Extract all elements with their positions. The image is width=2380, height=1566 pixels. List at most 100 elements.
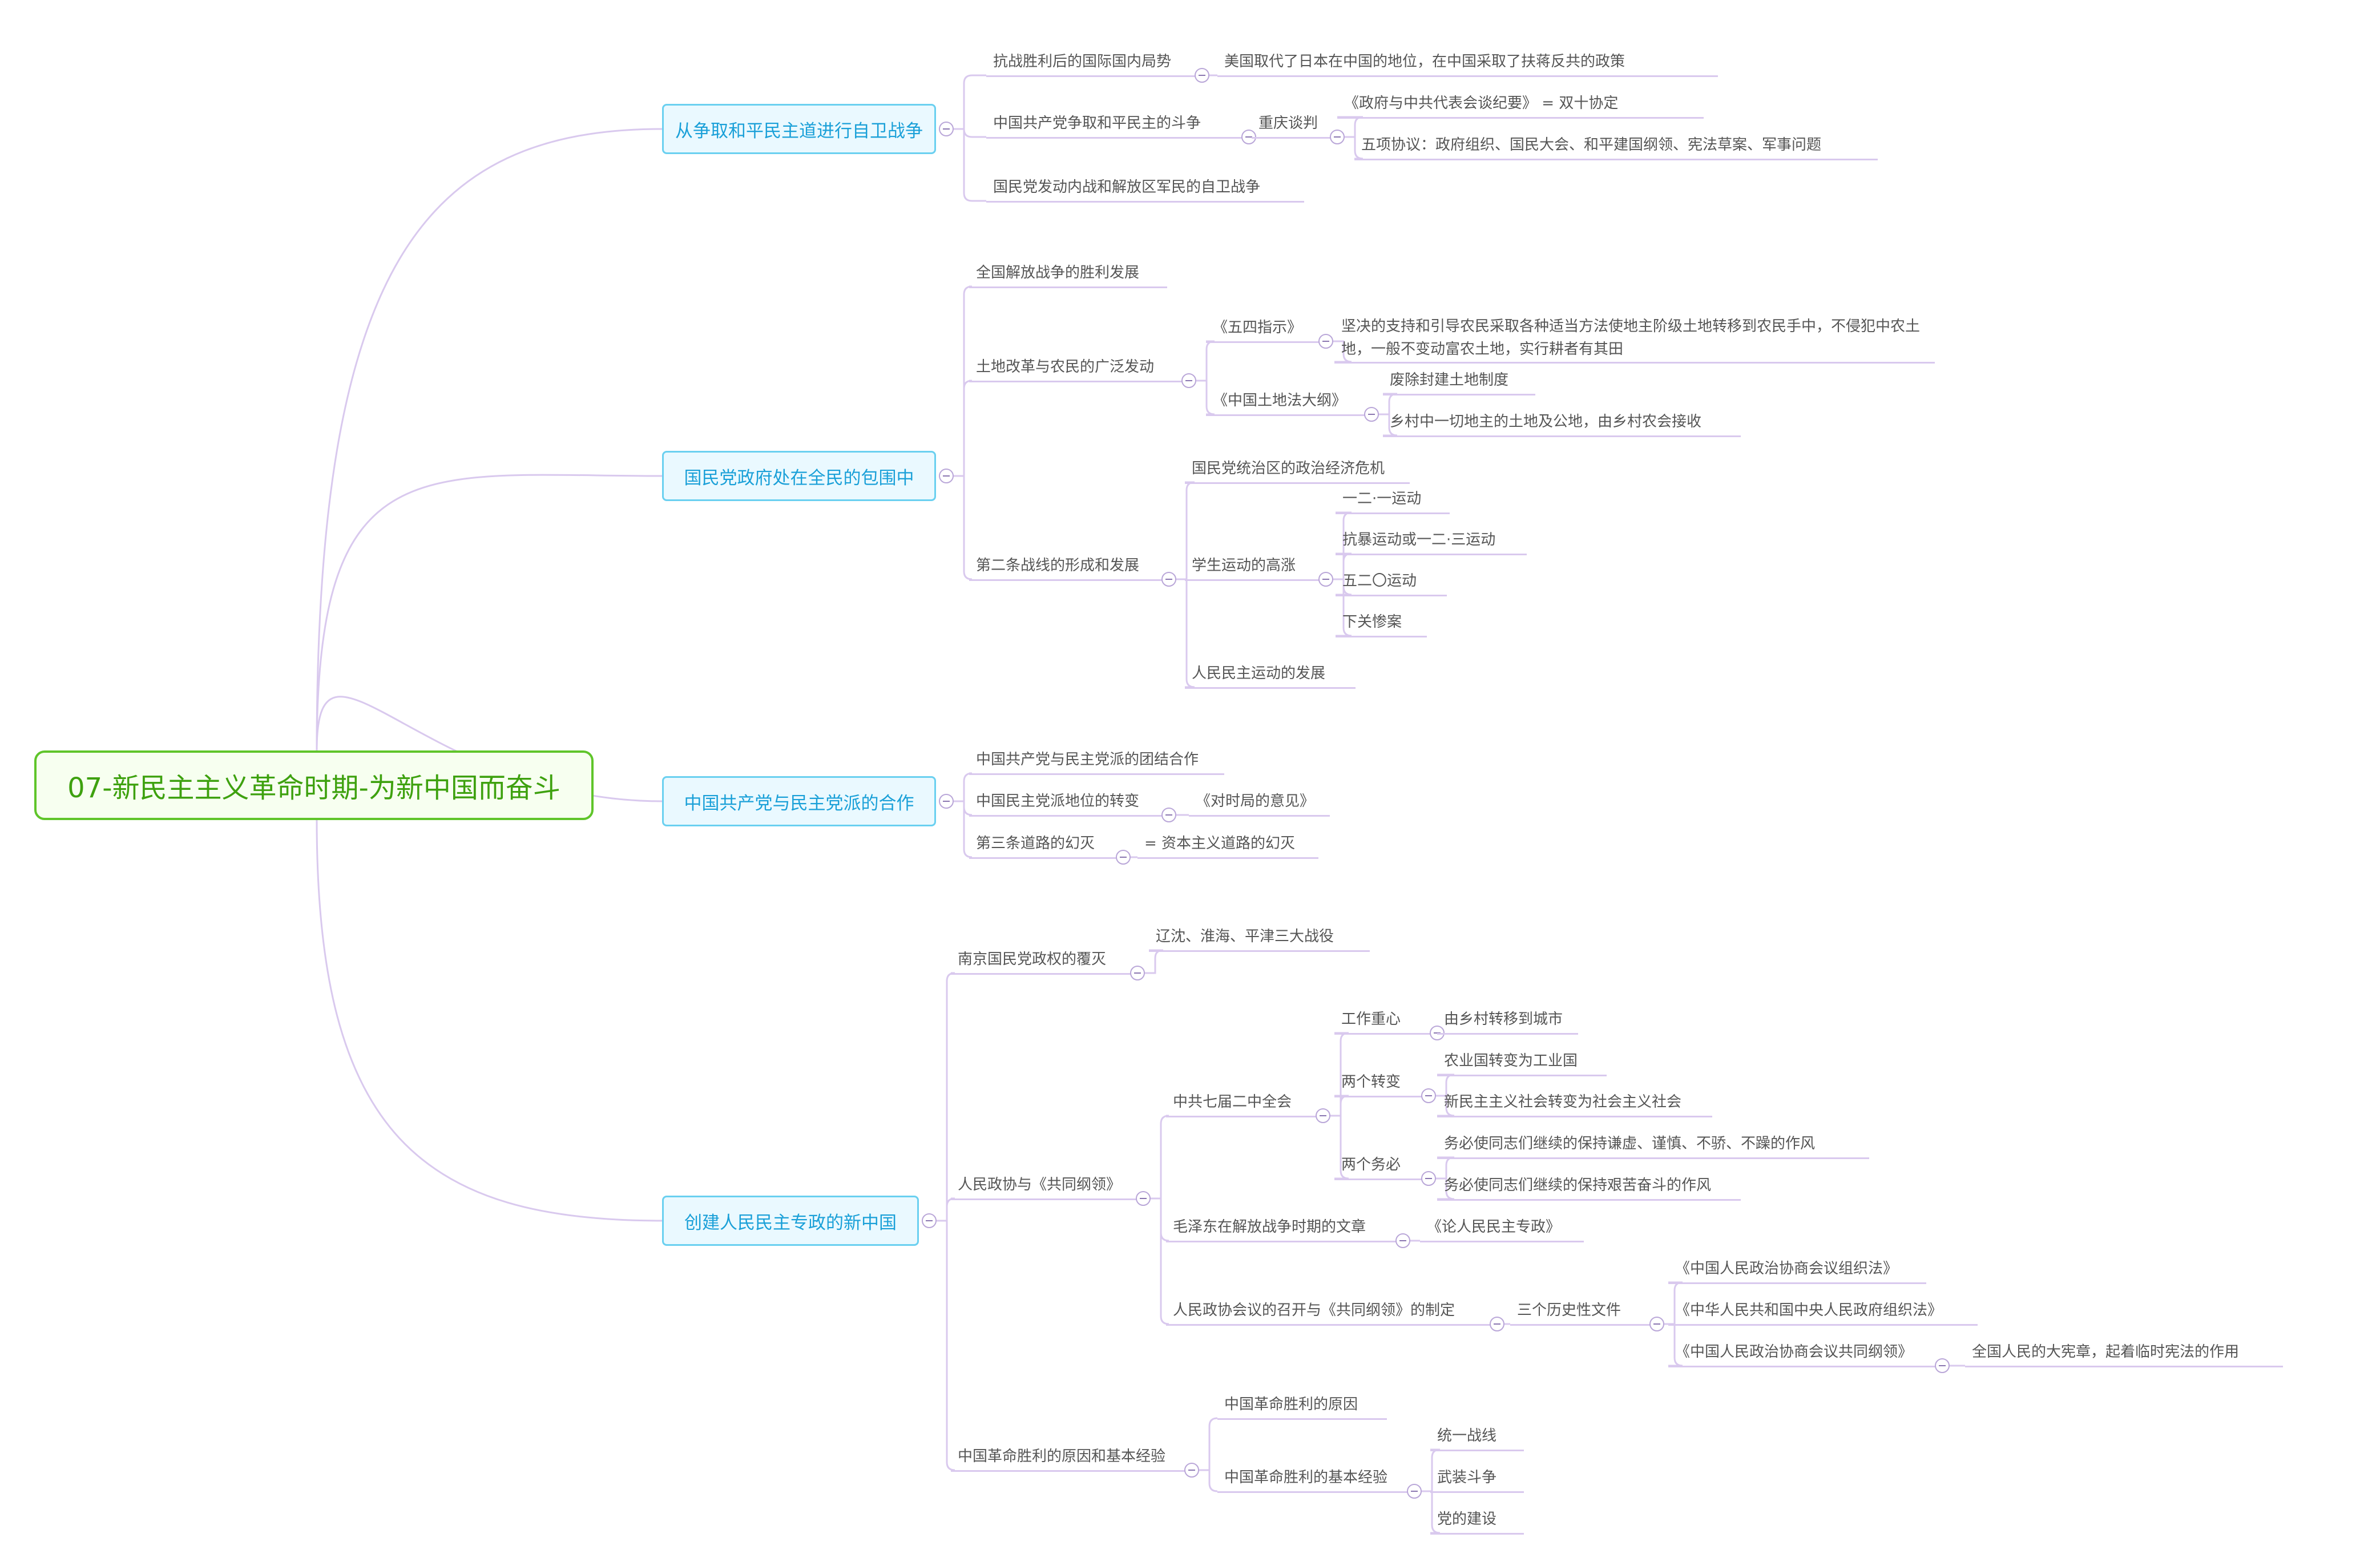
topic-underline	[1185, 579, 1321, 581]
topic-国民党发动内战和解放区军民的自卫战争[interactable]: 国民党发动内战和解放区军民的自卫战争	[993, 179, 1261, 196]
topic-underline	[1383, 435, 1741, 437]
topic-国民党统治区的政治经济危机[interactable]: 国民党统治区的政治经济危机	[1192, 460, 1385, 477]
topic-五四指示[interactable]: 《五四指示》	[1213, 319, 1302, 336]
topic-中国土地法大纲[interactable]: 《中国土地法大纲》	[1213, 392, 1347, 409]
collapse-toggle-icon[interactable]	[1330, 130, 1345, 144]
collapse-toggle-icon[interactable]	[1649, 1317, 1664, 1331]
collapse-toggle-icon[interactable]	[1116, 850, 1131, 865]
collapse-toggle-icon[interactable]	[1130, 966, 1145, 980]
topic-中国人民政治协商会议组织法[interactable]: 《中国人民政治协商会议组织法》	[1675, 1260, 1898, 1277]
topic-五项协议-政府组织-国民大会-和平建国纲领-宪法草案-军事问题[interactable]: 五项协议：政府组织、国民大会、和平建国纲领、宪法草案、军事问题	[1361, 136, 1822, 154]
main-topic-创建人民民主专政的新中国[interactable]: 创建人民民主专政的新中国	[662, 1196, 919, 1246]
topic-政府与中共代表会谈纪要-双十协定[interactable]: 《政府与中共代表会谈纪要》 = 双十协定	[1344, 95, 1619, 112]
collapse-toggle-icon[interactable]	[1316, 1108, 1330, 1123]
collapse-toggle-icon[interactable]	[1181, 373, 1196, 388]
topic-中共七届二中全会[interactable]: 中共七届二中全会	[1173, 1093, 1292, 1111]
topic-中国革命胜利的原因[interactable]: 中国革命胜利的原因	[1224, 1396, 1358, 1413]
topic-一二-一运动[interactable]: 一二·一运动	[1342, 490, 1422, 507]
topic-毛泽东在解放战争时期的文章[interactable]: 毛泽东在解放战争时期的文章	[1173, 1218, 1366, 1236]
minus-icon	[1368, 414, 1375, 415]
topic-工作重心[interactable]: 工作重心	[1341, 1011, 1401, 1028]
topic-论人民民主专政[interactable]: 《论人民民主专政》	[1427, 1218, 1561, 1236]
topic-underline	[969, 579, 1164, 581]
collapse-toggle-icon[interactable]	[1421, 1171, 1436, 1186]
connector-line	[937, 1197, 955, 1222]
topic-统一战线[interactable]: 统一战线	[1437, 1427, 1497, 1444]
topic-人民政协与-共同纲领[interactable]: 人民政协与《共同纲领》	[958, 1176, 1122, 1193]
topic-坚决的支持和引导农民采取各种适当方法使地主阶级土地转移到农民手中-不侵犯中农土地[interactable]: 坚决的支持和引导农民采取各种适当方法使地主阶级土地转移到农民手中，不侵犯中农土地…	[1341, 318, 1921, 358]
collapse-toggle-icon[interactable]	[922, 1213, 937, 1228]
collapse-toggle-icon[interactable]	[1407, 1484, 1422, 1499]
collapse-toggle-icon[interactable]	[939, 794, 954, 809]
collapse-toggle-icon[interactable]	[1161, 572, 1176, 587]
collapse-toggle-icon[interactable]	[1136, 1191, 1151, 1206]
topic-两个务必[interactable]: 两个务必	[1341, 1156, 1401, 1173]
central-topic[interactable]: 07-新民主主义革命时期-为新中国而奋斗	[34, 750, 594, 820]
connector-line	[1379, 413, 1398, 437]
topic-underline	[1336, 512, 1450, 514]
collapse-toggle-icon[interactable]	[1490, 1317, 1504, 1331]
connector-line	[954, 128, 986, 138]
topic-下关惨案[interactable]: 下关惨案	[1342, 614, 1402, 631]
collapse-toggle-icon[interactable]	[1421, 1088, 1436, 1103]
topic-抗暴运动或一二-三运动[interactable]: 抗暴运动或一二·三运动	[1342, 531, 1496, 548]
topic-中国人民政治协商会议共同纲领[interactable]: 《中国人民政治协商会议共同纲领》	[1675, 1343, 1913, 1361]
topic-underline	[969, 286, 1167, 288]
topic-美国取代了日本在中国的地位-在中国采取了扶蒋反共的政策[interactable]: 美国取代了日本在中国的地位，在中国采取了扶蒋反共的政策	[1224, 53, 1625, 70]
collapse-toggle-icon[interactable]	[1318, 572, 1333, 587]
collapse-toggle-icon[interactable]	[1318, 334, 1333, 349]
topic-全国人民的大宪章-起着临时宪法的作用[interactable]: 全国人民的大宪章，起着临时宪法的作用	[1972, 1343, 2240, 1361]
topic-underline	[986, 137, 1244, 139]
topic-中国民主党派地位的转变[interactable]: 中国民主党派地位的转变	[976, 793, 1140, 810]
topic-中国共产党争取和平民主的斗争[interactable]: 中国共产党争取和平民主的斗争	[993, 115, 1201, 132]
topic-underline	[986, 75, 1197, 77]
main-topic-从争取和平民主道进行自卫战争[interactable]: 从争取和平民主道进行自卫战争	[662, 104, 936, 154]
topic-人民民主运动的发展[interactable]: 人民民主运动的发展	[1192, 665, 1326, 682]
connector-line	[954, 800, 973, 858]
collapse-toggle-icon[interactable]	[1195, 68, 1209, 83]
connector-line	[316, 820, 663, 1222]
topic-两个转变[interactable]: 两个转变	[1341, 1073, 1401, 1091]
topic-南京国民党政权的覆灭[interactable]: 南京国民党政权的覆灭	[958, 951, 1107, 968]
topic-第三条道路的幻灭[interactable]: 第三条道路的幻灭	[976, 835, 1095, 852]
topic-由乡村转移到城市[interactable]: 由乡村转移到城市	[1444, 1011, 1563, 1028]
topic-中国共产党与民主党派的团结合作[interactable]: 中国共产党与民主党派的团结合作	[976, 751, 1199, 768]
collapse-toggle-icon[interactable]	[1161, 808, 1176, 822]
connector-line	[1196, 340, 1215, 382]
main-topic-中国共产党与民主党派的合作[interactable]: 中国共产党与民主党派的合作	[662, 776, 936, 826]
collapse-toggle-icon[interactable]	[1395, 1233, 1410, 1248]
topic-武装斗争[interactable]: 武装斗争	[1437, 1469, 1497, 1486]
main-topic-国民党政府处在全民的包围中[interactable]: 国民党政府处在全民的包围中	[662, 451, 936, 501]
topic-新民主主义社会转变为社会主义社会[interactable]: 新民主主义社会转变为社会主义社会	[1444, 1093, 1682, 1111]
topic-第二条战线的形成和发展[interactable]: 第二条战线的形成和发展	[976, 557, 1140, 574]
topic-全国解放战争的胜利发展[interactable]: 全国解放战争的胜利发展	[976, 264, 1140, 281]
connector-line	[954, 800, 973, 816]
topic-中国革命胜利的原因和基本经验[interactable]: 中国革命胜利的原因和基本经验	[958, 1448, 1166, 1465]
topic-三个历史性文件[interactable]: 三个历史性文件	[1517, 1302, 1621, 1319]
topic-抗战胜利后的国际国内局势[interactable]: 抗战胜利后的国际国内局势	[993, 53, 1172, 70]
collapse-toggle-icon[interactable]	[939, 122, 954, 136]
minus-icon	[1140, 1198, 1147, 1199]
topic-务必使同志们继续的保持艰苦奋斗的作风[interactable]: 务必使同志们继续的保持艰苦奋斗的作风	[1444, 1177, 1712, 1194]
topic-务必使同志们继续的保持谦虚-谨慎-不骄-不躁的作风[interactable]: 务必使同志们继续的保持谦虚、谨慎、不骄、不躁的作风	[1444, 1135, 1816, 1152]
topic-土地改革与农民的广泛发动[interactable]: 土地改革与农民的广泛发动	[976, 358, 1155, 376]
collapse-toggle-icon[interactable]	[939, 469, 954, 483]
topic-资本主义道路的幻灭[interactable]: = 资本主义道路的幻灭	[1144, 835, 1296, 852]
topic-五二-运动[interactable]: 五二〇运动	[1342, 572, 1417, 590]
topic-辽沈-淮海-平津三大战役[interactable]: 辽沈、淮海、平津三大战役	[1156, 928, 1334, 945]
collapse-toggle-icon[interactable]	[1935, 1358, 1950, 1373]
topic-对时局的意见[interactable]: 《对时局的意见》	[1196, 793, 1315, 810]
topic-重庆谈判[interactable]: 重庆谈判	[1258, 115, 1318, 132]
topic-学生运动的高涨[interactable]: 学生运动的高涨	[1192, 557, 1296, 574]
topic-中华人民共和国中央人民政府组织法[interactable]: 《中华人民共和国中央人民政府组织法》	[1675, 1302, 1943, 1319]
minus-icon	[1425, 1178, 1432, 1179]
collapse-toggle-icon[interactable]	[1184, 1463, 1199, 1478]
topic-中国革命胜利的基本经验[interactable]: 中国革命胜利的基本经验	[1224, 1469, 1388, 1486]
topic-党的建设[interactable]: 党的建设	[1437, 1511, 1497, 1528]
topic-废除封建土地制度[interactable]: 废除封建土地制度	[1390, 372, 1509, 389]
topic-人民政协会议的召开与-共同纲领-的制定[interactable]: 人民政协会议的召开与《共同纲领》的制定	[1173, 1302, 1455, 1319]
topic-乡村中一切地主的土地及公地-由乡村农会接收[interactable]: 乡村中一切地主的土地及公地，由乡村农会接收	[1390, 413, 1702, 430]
collapse-toggle-icon[interactable]	[1364, 407, 1379, 422]
topic-农业国转变为工业国[interactable]: 农业国转变为工业国	[1444, 1052, 1578, 1069]
connector-line	[1436, 1177, 1455, 1200]
